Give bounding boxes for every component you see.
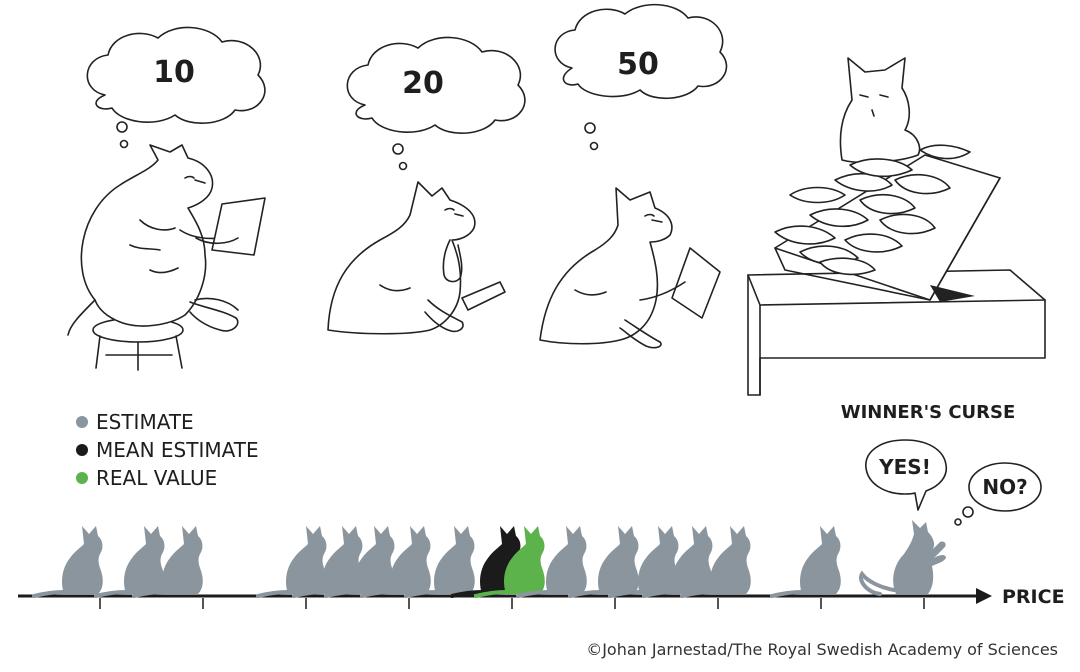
price-axis-arrowhead — [976, 588, 992, 604]
winners-curse-title: WINNER'S CURSE — [841, 402, 1016, 423]
estimate-cat — [256, 526, 327, 598]
bidder-cat-paper — [539, 187, 721, 349]
legend-estimate-label: ESTIMATE — [96, 410, 194, 434]
thought-no-text: NO? — [982, 475, 1027, 499]
price-axis-label: PRICE — [1002, 586, 1065, 608]
estimate-cat — [608, 526, 679, 598]
legend-estimate-dot — [76, 416, 88, 428]
estimate-cat — [680, 526, 751, 598]
estimate-cat — [642, 526, 713, 598]
thought-value-2: 20 — [402, 66, 444, 101]
estimate-cat — [324, 526, 395, 598]
seller-cat-with-fish — [747, 57, 1046, 396]
thought-cloud-1: 10 — [86, 26, 266, 149]
thought-value-1: 10 — [153, 55, 195, 90]
legend-real-dot — [76, 472, 88, 484]
estimate-cat — [516, 526, 587, 598]
winner-estimate-cat — [859, 520, 946, 596]
legend-real-label: REAL VALUE — [96, 466, 217, 490]
speech-yes-text: YES! — [878, 455, 931, 479]
speech-bubble-yes: YES! — [865, 439, 948, 511]
legend-mean-label: MEAN ESTIMATE — [96, 438, 259, 462]
estimate-cat — [568, 526, 639, 598]
estimate-cat — [292, 526, 363, 598]
legend-mean-dot — [76, 444, 88, 456]
thought-bubble-no: NO? — [954, 462, 1042, 526]
thought-cloud-3: 50 — [554, 3, 728, 151]
price-axis: PRICE — [18, 586, 1065, 609]
thought-cloud-2: 20 — [346, 36, 526, 171]
thought-value-3: 50 — [617, 47, 659, 82]
bidder-cat-fat — [67, 144, 266, 371]
estimate-cat — [360, 526, 431, 598]
real-value-cat — [474, 526, 545, 598]
credit-text: ©Johan Jarnestad/The Royal Swedish Acade… — [586, 640, 1058, 659]
estimate-cat — [132, 526, 203, 598]
legend: ESTIMATE MEAN ESTIMATE REAL VALUE — [76, 410, 259, 490]
estimate-cat — [770, 526, 841, 598]
axis-ticks — [99, 598, 925, 609]
estimate-cat — [404, 526, 475, 598]
bidder-cat-chin — [327, 181, 506, 335]
estimate-cat — [94, 526, 165, 598]
estimate-cat — [32, 526, 103, 598]
estimate-cats — [32, 520, 946, 598]
